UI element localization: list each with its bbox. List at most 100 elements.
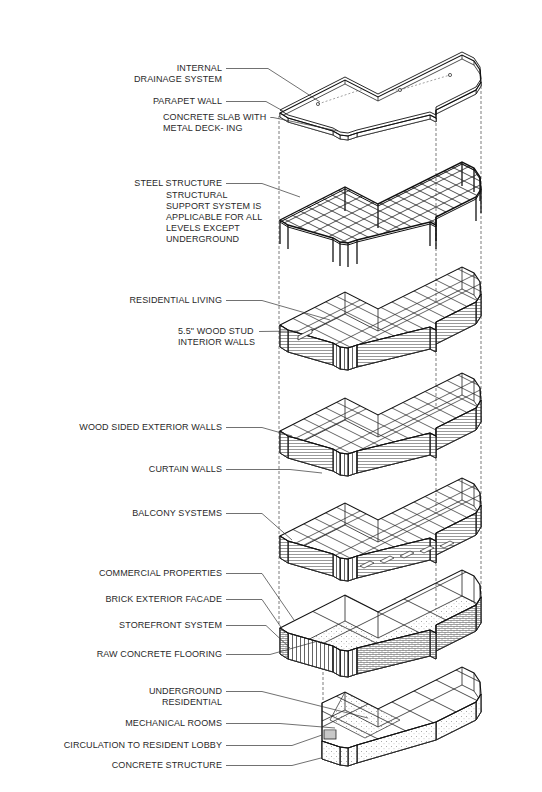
stair-tread bbox=[324, 734, 336, 735]
steel-column bbox=[287, 225, 288, 249]
callout-label: MECHANICAL ROOMS bbox=[22, 718, 222, 729]
glass-wall bbox=[348, 648, 357, 677]
glass-wall bbox=[340, 650, 348, 677]
corner-post bbox=[345, 595, 346, 621]
leader-line bbox=[259, 331, 298, 333]
exterior-wall bbox=[436, 702, 476, 740]
leader-line bbox=[226, 641, 318, 655]
leader-line bbox=[226, 301, 330, 321]
level-outline bbox=[280, 267, 481, 348]
siding-wall bbox=[288, 436, 333, 471]
level-outline bbox=[280, 373, 481, 454]
steel-edge-beam bbox=[280, 162, 481, 243]
callout-label: WOOD SIDED EXTERIOR WALLS bbox=[22, 422, 222, 433]
exterior-wall bbox=[288, 633, 333, 672]
callout-label: CIRCULATION TO RESIDENT LOBBY bbox=[22, 740, 222, 751]
exterior-wall bbox=[436, 302, 476, 344]
wall-line bbox=[260, 364, 500, 484]
wall-line bbox=[260, 495, 500, 615]
callout-label: RESIDENTIAL LIVING bbox=[22, 295, 222, 306]
wall-line bbox=[260, 139, 500, 259]
steel-column bbox=[344, 187, 345, 211]
exterior-wall bbox=[430, 630, 436, 659]
wall-line bbox=[260, 135, 500, 255]
callout-label: CONCRETE SLAB WITH METAL DECK- ING bbox=[163, 112, 267, 134]
exterior-wall bbox=[436, 605, 476, 651]
exterior-wall bbox=[348, 345, 357, 370]
wall-line bbox=[260, 143, 500, 263]
exterior-wall bbox=[430, 538, 436, 563]
exterior-wall bbox=[340, 558, 348, 581]
callout-label: CONCRETE STRUCTURE bbox=[22, 760, 222, 771]
stair-tread bbox=[324, 732, 336, 733]
interior-walls bbox=[260, 495, 500, 705]
wall-line bbox=[260, 151, 500, 271]
dashed-alignment bbox=[279, 116, 280, 626]
callout-label: 5.5" WOOD STUD INTERIOR WALLS bbox=[178, 326, 268, 348]
leader-line bbox=[226, 600, 285, 634]
corner-post bbox=[474, 673, 475, 691]
alignment-lines bbox=[279, 86, 481, 703]
glass-wall bbox=[348, 451, 357, 476]
interior-walls bbox=[260, 170, 500, 422]
exterior-wall bbox=[348, 745, 357, 766]
siding-wall bbox=[357, 538, 430, 578]
exterior-wall bbox=[348, 451, 357, 476]
exterior-wall bbox=[436, 513, 476, 555]
wall-line bbox=[260, 215, 500, 335]
wall-line bbox=[260, 680, 500, 792]
wall-line bbox=[260, 203, 500, 323]
exterior-wall bbox=[357, 538, 430, 578]
siding-wall bbox=[288, 541, 333, 576]
callout-label: STRUCTURAL SUPPORT SYSTEM IS APPLICABLE … bbox=[166, 190, 270, 245]
exterior-wall bbox=[357, 630, 430, 674]
wall-line bbox=[260, 302, 500, 422]
corner-post bbox=[474, 379, 475, 401]
brick-wall bbox=[430, 630, 436, 659]
exterior-wall bbox=[357, 327, 430, 367]
corner-post bbox=[474, 576, 475, 602]
stair-tread bbox=[324, 736, 336, 737]
callout-label: COMMERCIAL PROPERTIES bbox=[22, 568, 222, 579]
brick-wall bbox=[357, 630, 430, 674]
wall-line bbox=[260, 658, 500, 778]
callout-label: BRICK EXTERIOR FACADE bbox=[22, 594, 222, 605]
level-outline bbox=[322, 667, 481, 748]
wall-line bbox=[260, 230, 500, 350]
interior-walls bbox=[260, 572, 500, 792]
wall-line bbox=[260, 298, 500, 418]
glass-wall bbox=[333, 646, 340, 676]
callout-label: CURTAIN WALLS bbox=[22, 464, 222, 475]
wall-line bbox=[260, 380, 500, 500]
leader-line bbox=[226, 184, 300, 198]
leader-line bbox=[226, 102, 283, 112]
corner-post bbox=[462, 373, 463, 395]
wall-line bbox=[260, 192, 500, 312]
wall-line bbox=[260, 280, 500, 400]
exterior-wall bbox=[430, 433, 436, 458]
wall-line bbox=[260, 408, 500, 528]
wall-line bbox=[260, 397, 500, 517]
wall-line bbox=[260, 513, 500, 633]
wall-line bbox=[260, 258, 500, 378]
callout-label: STEEL STRUCTURE bbox=[22, 178, 222, 189]
stair-tread bbox=[324, 738, 336, 739]
steel-column bbox=[279, 220, 280, 244]
wall-line bbox=[260, 127, 500, 247]
lobby-stair bbox=[324, 730, 336, 739]
wall-line bbox=[260, 555, 500, 675]
siding-wall bbox=[357, 433, 430, 473]
leader-line bbox=[226, 735, 322, 746]
balcony bbox=[420, 546, 434, 553]
wall-line bbox=[260, 274, 500, 394]
leader-line bbox=[226, 428, 292, 437]
interior-walls bbox=[260, 381, 500, 633]
wall-line bbox=[260, 592, 500, 712]
callout-label: PARAPET WALL bbox=[22, 96, 222, 107]
callout-label: STOREFRONT SYSTEM bbox=[22, 620, 222, 631]
leader-line bbox=[226, 69, 320, 103]
conc-wall bbox=[348, 745, 357, 766]
wall-line bbox=[260, 181, 500, 301]
exterior-wall bbox=[340, 650, 348, 677]
